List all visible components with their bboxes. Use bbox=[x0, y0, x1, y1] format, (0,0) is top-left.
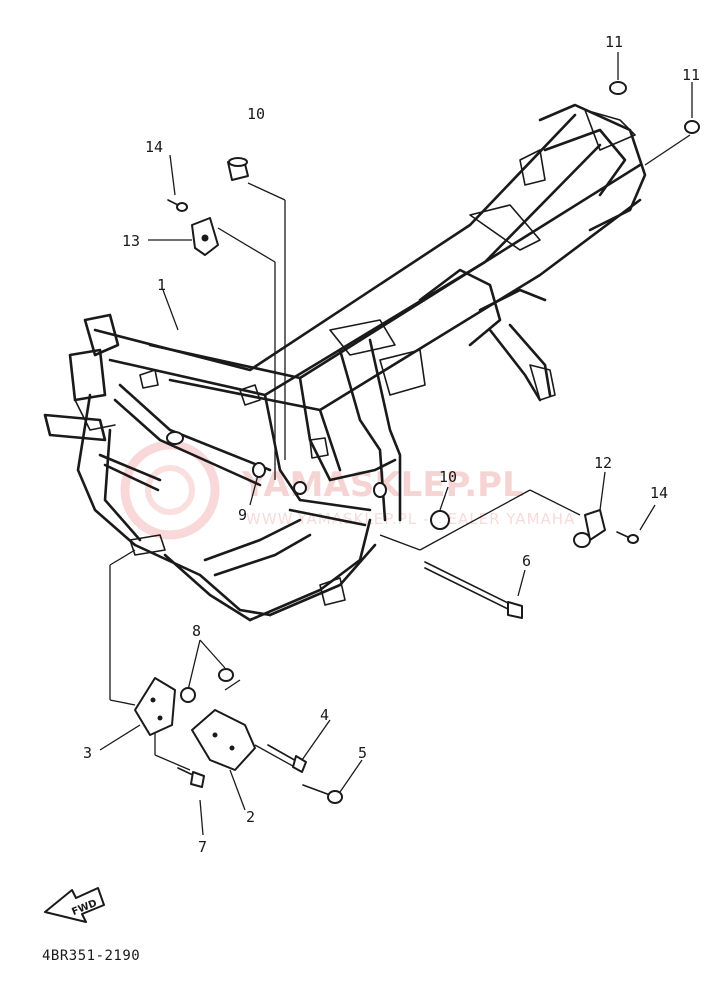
part-8-collar-b bbox=[218, 668, 234, 682]
part-7-bolt bbox=[177, 767, 205, 788]
part-6-long-bolt bbox=[424, 561, 523, 619]
part-10-nut-top bbox=[227, 157, 249, 181]
callout-13: 13 bbox=[122, 232, 140, 250]
callout-14-left: 14 bbox=[145, 138, 163, 156]
part-2-engine-bracket bbox=[191, 709, 256, 771]
callout-8: 8 bbox=[192, 622, 201, 640]
callout-14-right: 14 bbox=[650, 484, 668, 502]
callout-11-a: 11 bbox=[605, 33, 623, 51]
callout-2: 2 bbox=[246, 808, 255, 826]
part-3-engine-bracket bbox=[134, 677, 176, 736]
part-8-collar-a bbox=[180, 687, 196, 703]
callout-5: 5 bbox=[358, 744, 367, 762]
diagram-code: 4BR351-2190 bbox=[42, 948, 140, 964]
callout-6: 6 bbox=[522, 552, 531, 570]
part-12-bracket bbox=[573, 509, 606, 548]
callout-10-top: 10 bbox=[247, 105, 265, 123]
callout-3: 3 bbox=[83, 744, 92, 762]
watermark-subtext: WWW.YAMASKLEP.PL - DEALER YAMAHA bbox=[246, 510, 575, 528]
callout-10-right: 10 bbox=[439, 468, 457, 486]
callout-labels: 1 2 3 4 5 6 7 8 9 10 10 11 11 12 13 14 1… bbox=[83, 33, 700, 856]
part-9-collar bbox=[252, 462, 266, 478]
callout-7: 7 bbox=[198, 838, 207, 856]
part-11-cap-b bbox=[684, 120, 700, 134]
main-frame bbox=[43, 103, 647, 622]
fwd-arrow-icon: FWD bbox=[44, 887, 105, 923]
part-14-bolt-left bbox=[167, 199, 188, 212]
part-14-bolt-right bbox=[616, 531, 639, 544]
callout-9: 9 bbox=[238, 506, 247, 524]
part-10-nut-right bbox=[430, 510, 450, 530]
callout-4: 4 bbox=[320, 706, 329, 724]
callout-12: 12 bbox=[594, 454, 612, 472]
part-4-bolt bbox=[267, 744, 307, 773]
part-5-bolt bbox=[302, 784, 343, 804]
callout-11-b: 11 bbox=[682, 66, 700, 84]
part-11-cap-a bbox=[609, 81, 627, 95]
callout-1: 1 bbox=[157, 276, 166, 294]
part-13-bracket bbox=[191, 217, 219, 256]
leader-lines bbox=[99, 52, 693, 836]
small-parts bbox=[134, 81, 700, 804]
